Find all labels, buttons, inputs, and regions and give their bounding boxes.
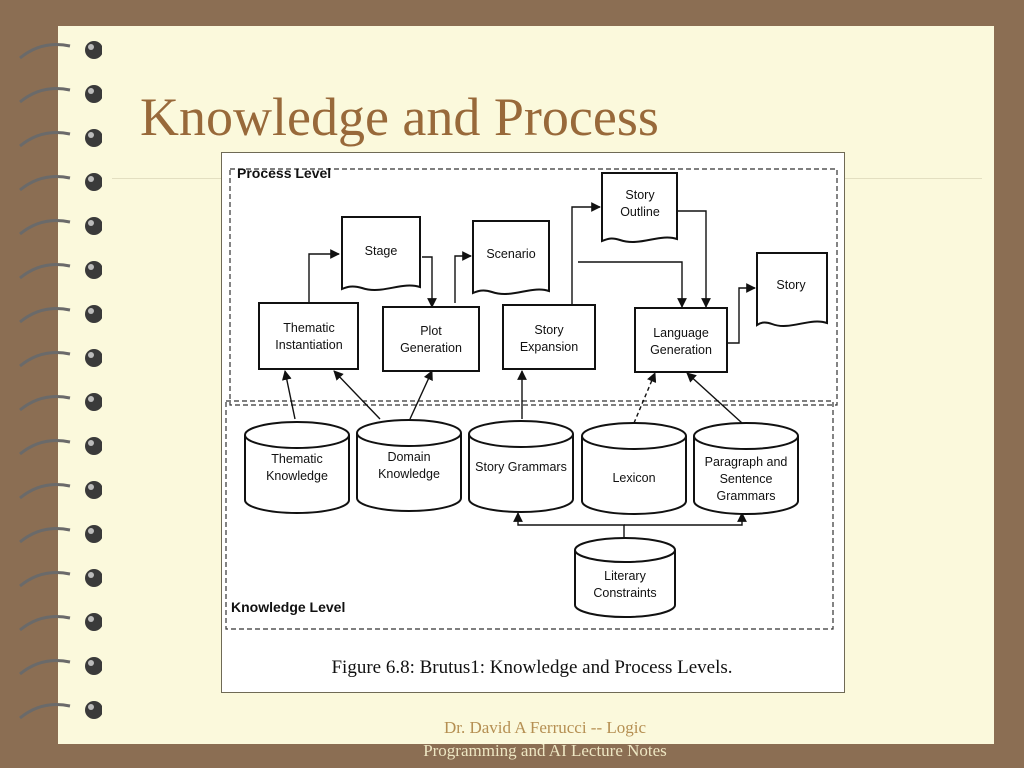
binding-ring-icon (19, 701, 102, 720)
thematic-knowledge-label-line-2: Knowledge (266, 469, 328, 483)
literary-constraints-label-line-1: Literary (604, 569, 646, 583)
process-box-plot-generation (382, 306, 480, 372)
binding-ring-icon (19, 129, 102, 148)
plot-generation-label-line-2: Generation (400, 341, 462, 355)
domain-knowledge-label-line-1: Domain (387, 450, 430, 464)
lexicon-label: Lexicon (612, 471, 655, 485)
process-level-region (229, 168, 838, 406)
process-box-thematic-instantiation (258, 302, 359, 370)
binding-ring-icon (19, 393, 102, 412)
binding-ring-icon (19, 261, 102, 280)
figure-caption: Figure 6.8: Brutus1: Knowledge and Proce… (331, 657, 732, 678)
binding-ring-icon (19, 85, 102, 104)
literary-constraints-label-line-2: Constraints (593, 586, 656, 600)
paragraph-grammars-label-line-2: Sentence (720, 472, 773, 486)
process-box-language-generation (634, 307, 728, 373)
slide-footer: Dr. David A Ferrucci -- Logic Programmin… (380, 716, 710, 762)
footer-line-2: Programming and AI Lecture Notes (423, 741, 667, 760)
binding-ring-icon (19, 173, 102, 192)
cylinder-paragraph-sentence-grammars (692, 422, 799, 515)
figure-frame: Process Level Knowledge Level Thematic I… (221, 152, 845, 693)
knowledge-level-region (225, 400, 834, 630)
scenario-label: Scenario (486, 247, 535, 261)
binding-ring-icon (19, 525, 102, 544)
binding-ring-icon (19, 349, 102, 368)
slide-title: Knowledge and Process (140, 87, 659, 147)
cylinder-thematic-knowledge (243, 421, 350, 514)
thematic-instantiation-label-line-2: Instantiation (275, 338, 342, 352)
story-expansion-label-line-1: Story (534, 323, 564, 337)
binding-ring-icon (19, 657, 102, 676)
document-story-outline (601, 172, 678, 243)
domain-knowledge-label-line-2: Knowledge (378, 467, 440, 481)
document-stage (341, 216, 421, 292)
story-outline-label-line-2: Outline (620, 205, 660, 219)
stage-label: Stage (365, 244, 398, 258)
footer-line-1: Dr. David A Ferrucci -- Logic (443, 718, 647, 737)
cylinder-domain-knowledge (355, 419, 462, 512)
cylinder-lexicon (580, 422, 687, 515)
story-expansion-label-line-2: Expansion (520, 340, 578, 354)
binding-ring-icon (19, 305, 102, 324)
language-generation-label-line-2: Generation (650, 343, 712, 357)
binding-ring-icon (19, 41, 102, 60)
process-level-label: Process Level (237, 165, 331, 181)
diagram-connectors (282, 202, 756, 539)
language-generation-label-line-1: Language (653, 326, 709, 340)
thematic-knowledge-label-line-1: Thematic (271, 452, 322, 466)
binding-ring-icon (19, 217, 102, 236)
cylinder-story-grammars (467, 420, 574, 513)
binding-ring-icon (19, 437, 102, 456)
cylinder-literary-constraints (573, 537, 676, 618)
story-grammars-label: Story Grammars (475, 460, 567, 474)
thematic-instantiation-label-line-1: Thematic (283, 321, 334, 335)
document-story (756, 252, 828, 327)
knowledge-cylinders (243, 419, 799, 618)
knowledge-level-label: Knowledge Level (231, 599, 345, 615)
architecture-diagram: Process Level Knowledge Level Thematic I… (225, 165, 838, 678)
binding-ring-icon (19, 569, 102, 588)
story-label: Story (776, 278, 806, 292)
paragraph-grammars-label-line-1: Paragraph and (705, 455, 788, 469)
plot-generation-label-line-1: Plot (420, 324, 442, 338)
document-scenario (472, 220, 550, 295)
binding-ring-icon (19, 481, 102, 500)
story-outline-label-line-1: Story (625, 188, 655, 202)
binding-ring-icon (19, 613, 102, 632)
paragraph-grammars-label-line-3: Grammars (716, 489, 775, 503)
process-box-story-expansion (502, 304, 596, 370)
